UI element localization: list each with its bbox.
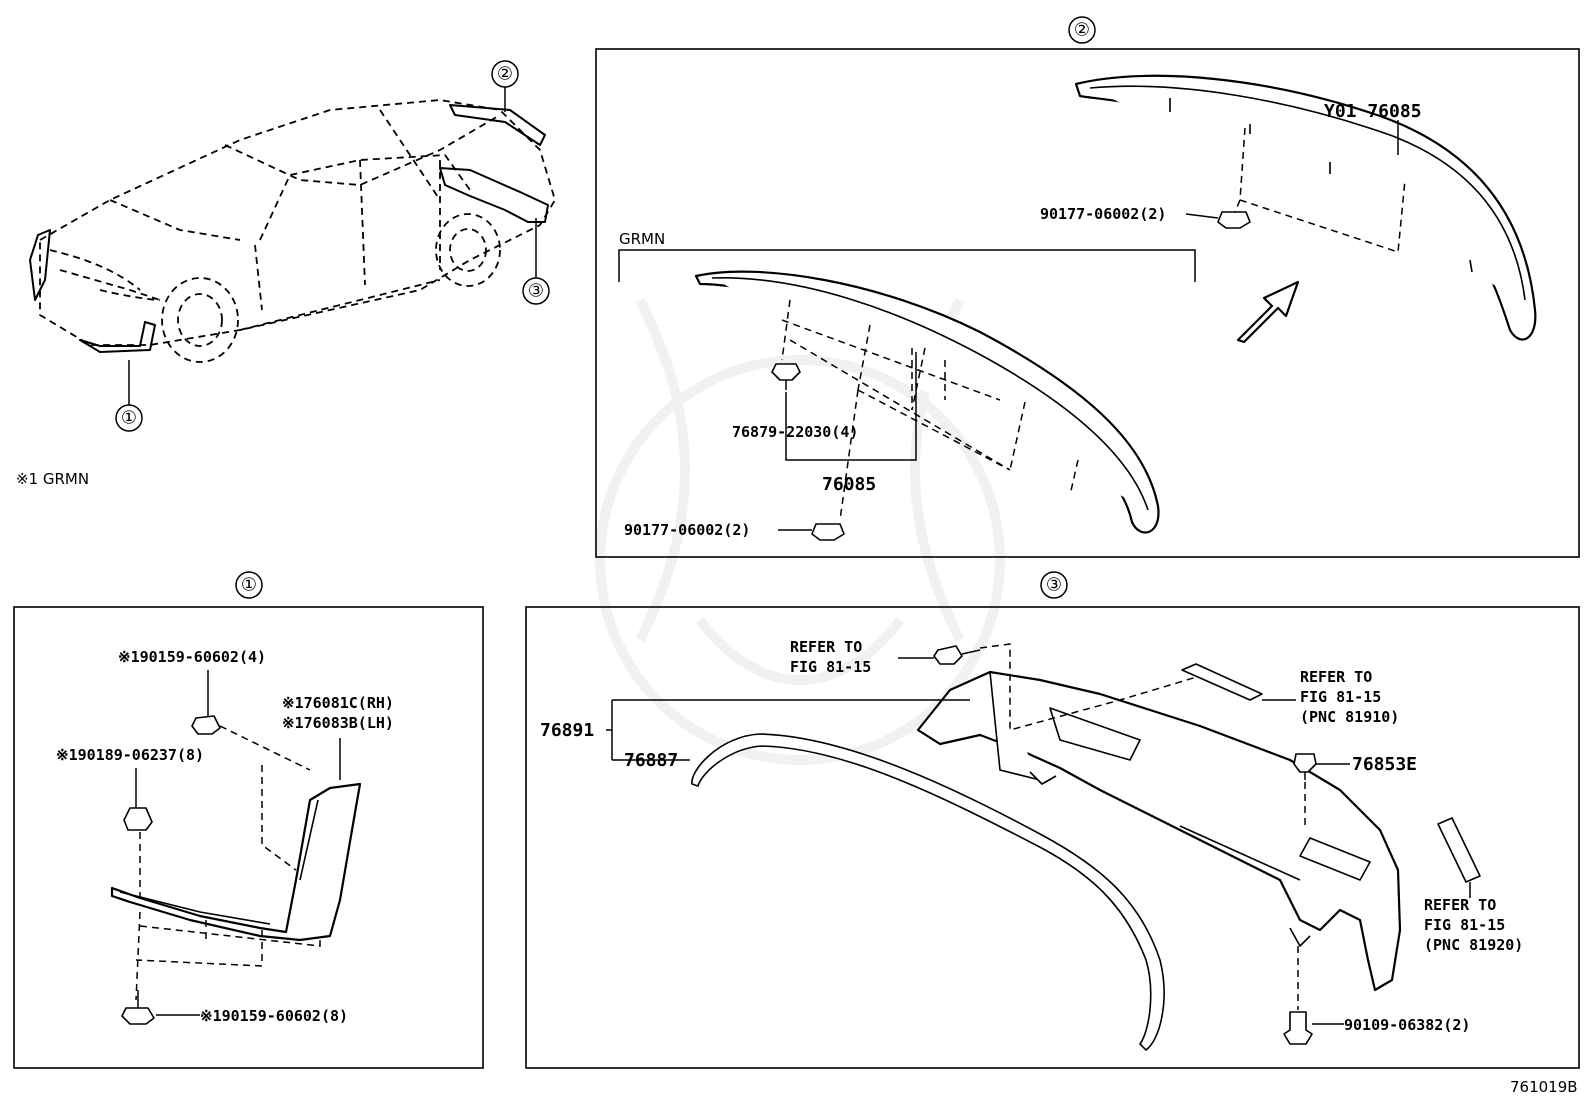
part-grommet-top: 90177-06002(2) [1040, 205, 1166, 223]
part-screw-bottom: ※190159-60602(8) [200, 1007, 348, 1025]
part-clip: 76879-22030(4) [732, 423, 858, 441]
grmn-bracket [618, 249, 1196, 282]
part-grommet-bottom: 90177-06002(2) [624, 521, 750, 539]
section-one-marker-circle [235, 571, 263, 599]
overview-callout-spoiler: ② [497, 64, 513, 85]
front-lip-drawing [110, 782, 362, 942]
panel-one-frame [13, 606, 484, 1069]
panel-three-frame [525, 606, 1580, 1069]
grmn-bracket-label: GRMN [619, 230, 665, 248]
part-spoiler-standard: Y01 76085 [1324, 101, 1422, 122]
clip-drawing [771, 363, 801, 390]
screw-top-drawing [191, 715, 221, 735]
vehicle-overview [29, 99, 556, 363]
grommet-top-drawing [1217, 211, 1251, 229]
part-lip-rh: ※176081C(RH) [282, 694, 394, 712]
section-two-marker-circle [1068, 16, 1096, 44]
grommet-bottom-drawing [811, 523, 845, 541]
retainer-drawing [1293, 753, 1317, 780]
panel-two-frame [595, 48, 1580, 558]
refer-b-bracket-drawing [1181, 663, 1263, 701]
nut-drawing [123, 807, 153, 831]
moulding-drawing [691, 733, 1165, 1051]
refer-c-bracket-drawing [1437, 817, 1481, 883]
refer-a-line1: REFER TO [790, 638, 862, 656]
refer-b-line2: FIG 81-15 [1300, 688, 1381, 706]
refer-a-fastener-drawing [933, 645, 981, 665]
spoiler-standard-drawing [1074, 74, 1537, 341]
section-three-marker: ③ [1046, 575, 1062, 596]
rear-diffuser-drawing [916, 670, 1402, 992]
arrow-icon [1236, 280, 1300, 344]
spoiler-grmn-drawing [694, 270, 1160, 534]
refer-c-line1: REFER TO [1424, 896, 1496, 914]
refer-c-line2: FIG 81-15 [1424, 916, 1505, 934]
part-bolt: 90109-06382(2) [1344, 1016, 1470, 1034]
refer-b-line3: (PNC 81910) [1300, 708, 1399, 726]
section-three-marker-circle [1040, 571, 1068, 599]
part-spoiler-grmn: 76085 [822, 474, 876, 495]
part-retainer: 76853E [1352, 754, 1417, 775]
part-nut: ※190189-06237(8) [56, 746, 204, 764]
bolt-drawing [1283, 1011, 1313, 1045]
section-two-marker: ② [1074, 20, 1090, 41]
refer-a-line2: FIG 81-15 [790, 658, 871, 676]
grmn-note: ※1 GRMN [16, 470, 89, 488]
screw-bottom-drawing [121, 990, 155, 1025]
refer-c-line3: (PNC 81920) [1424, 936, 1523, 954]
part-lip-lh: ※176083B(LH) [282, 714, 394, 732]
diagram-number: 761019B [1510, 1078, 1578, 1096]
section-one-marker: ① [241, 575, 257, 596]
part-screw-top: ※190159-60602(4) [118, 648, 266, 666]
overview-callout-front: ① [121, 408, 137, 429]
part-moulding: 76887 [624, 750, 678, 771]
part-assembly: 76891 [540, 720, 594, 741]
overview-callout-rear: ③ [528, 281, 544, 302]
refer-b-line1: REFER TO [1300, 668, 1372, 686]
assembly-bracket [606, 700, 613, 760]
